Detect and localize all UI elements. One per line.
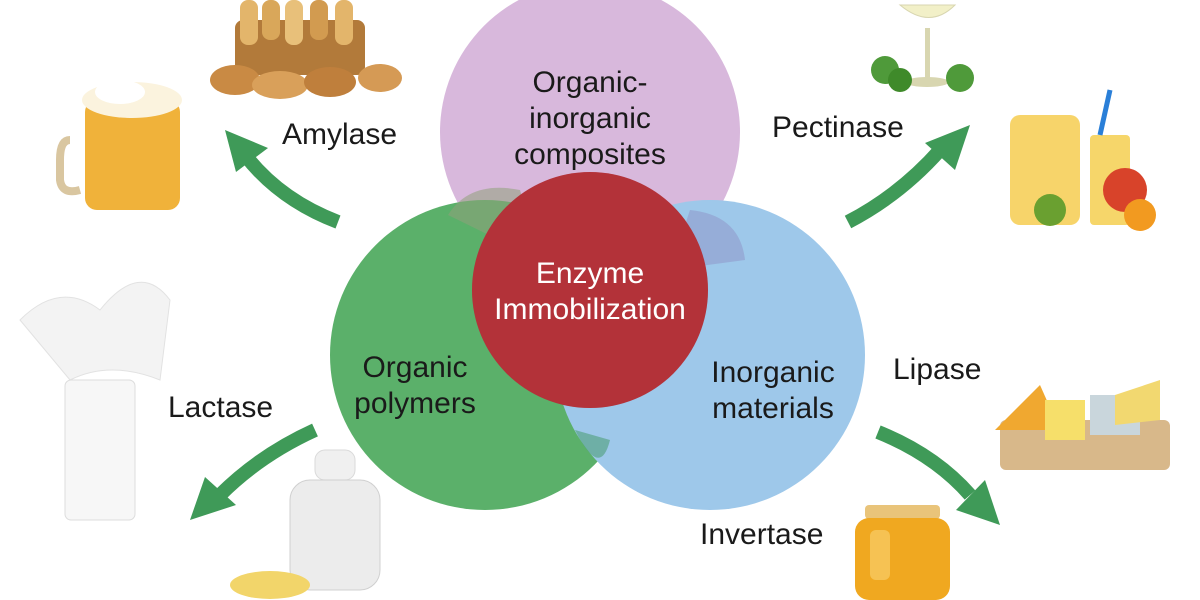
arrow-lactase xyxy=(190,423,318,520)
arrow-amylase xyxy=(225,130,341,229)
cheese-board-image xyxy=(995,380,1170,470)
circle-label-line: Organic xyxy=(362,351,468,384)
bread-basket-image xyxy=(210,0,402,99)
honey-jar-image xyxy=(855,505,950,600)
circle-label-line: materials xyxy=(712,392,834,425)
circle-label-inorganic-materials: Inorganic materials xyxy=(693,355,853,427)
label-lactase: Lactase xyxy=(168,391,274,424)
circle-label-line: inorganic xyxy=(529,102,651,135)
circle-label-organic-polymers: Organic polymers xyxy=(340,350,490,422)
baby-bottle-image xyxy=(230,449,381,599)
circle-label-line: composites xyxy=(514,138,666,171)
milk-glass-image xyxy=(19,281,171,521)
circle-label-organic-inorganic-composites: Organic- inorganic composites xyxy=(480,65,700,173)
center-overlap-shade xyxy=(472,172,708,408)
circle-label-line: Enzyme xyxy=(535,257,645,290)
juice-and-fruit-image xyxy=(1010,89,1156,231)
circle-label-enzyme-immobilization: Enzyme Immobilization xyxy=(470,256,710,328)
circle-enzyme-immobilization xyxy=(472,172,708,408)
label-pectinase: Pectinase xyxy=(772,111,904,144)
arrow-pectinase xyxy=(844,125,970,229)
label-invertase: Invertase xyxy=(700,518,824,551)
circle-label-line: Inorganic xyxy=(711,356,835,389)
overlap-left-right xyxy=(575,430,610,458)
circle-label-line: polymers xyxy=(354,387,476,420)
arrow-lipase xyxy=(875,425,1000,525)
circle-label-line: Immobilization xyxy=(494,293,686,326)
beer-mug-image xyxy=(56,80,182,210)
label-amylase: Amylase xyxy=(282,118,398,151)
circle-label-line: Organic- xyxy=(532,66,648,99)
label-lipase: Lipase xyxy=(893,353,982,386)
wine-glass-image xyxy=(871,4,974,92)
